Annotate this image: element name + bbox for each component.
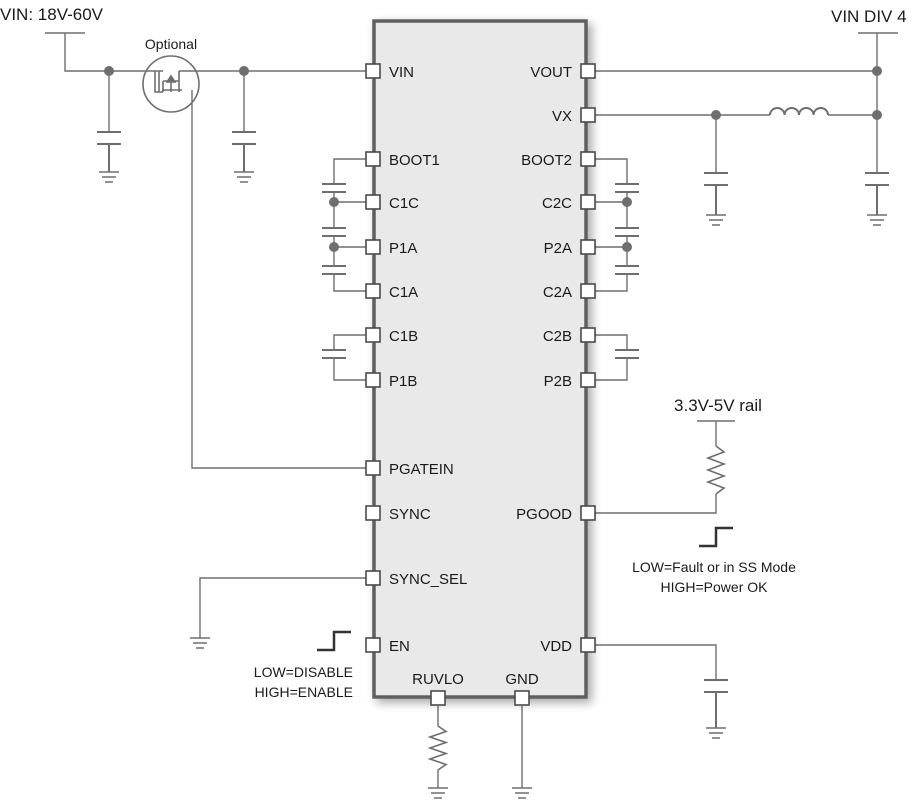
rail-label: 3.3V-5V rail <box>674 396 762 415</box>
ground-symbols <box>99 171 887 799</box>
pin-label-vx: VX <box>552 108 572 125</box>
pin-label-vout: VOUT <box>530 64 572 81</box>
junction-dots <box>104 66 882 252</box>
pin-label-boot2: BOOT2 <box>521 152 572 169</box>
optional-mosfet <box>142 55 200 113</box>
optional-label: Optional <box>145 36 197 52</box>
pgood-low-note: LOW=Fault or in SS Mode <box>632 559 796 575</box>
pull-up-resistor <box>705 445 727 495</box>
pgood-step-waveform <box>699 526 733 548</box>
pin-label-c2b: C2B <box>543 328 572 345</box>
pin-label-vdd: VDD <box>540 638 572 655</box>
pin-label-pgatein: PGATEIN <box>389 461 454 478</box>
pin-label-sync-sel: SYNC_SEL <box>389 571 467 588</box>
pin-label-c1a: C1A <box>389 284 418 301</box>
pin-label-p1b: P1B <box>389 373 417 390</box>
pin-label-pgood: PGOOD <box>516 506 572 523</box>
en-high-note: HIGH=ENABLE <box>255 684 353 700</box>
wires <box>45 32 898 788</box>
pin-pads <box>365 63 596 706</box>
pin-label-gnd: GND <box>505 671 539 688</box>
bottom-pin-labels: RUVLO GND <box>412 671 539 688</box>
inductor <box>769 107 829 116</box>
pin-label-p2a: P2A <box>544 240 572 257</box>
right-pin-labels: VOUT VX BOOT2 C2C P2A C2A C2B P2B PGOOD … <box>516 64 572 655</box>
pin-label-vin: VIN <box>389 64 414 81</box>
pin-label-c1b: C1B <box>389 328 418 345</box>
en-step-waveform <box>317 630 351 652</box>
pin-label-p1a: P1A <box>389 240 417 257</box>
ic-body <box>372 19 588 699</box>
vin-div4-label: VIN DIV 4 <box>831 7 907 26</box>
vin-supply-label: VIN: 18V-60V <box>0 5 104 24</box>
pin-label-c1c: C1C <box>389 195 419 212</box>
pin-label-c2a: C2A <box>543 284 572 301</box>
pin-label-c2c: C2C <box>542 195 572 212</box>
capacitors <box>97 131 889 728</box>
pin-label-sync: SYNC <box>389 506 431 523</box>
pin-label-ruvlo: RUVLO <box>412 671 464 688</box>
pin-label-boot1: BOOT1 <box>389 152 440 169</box>
pin-label-p2b: P2B <box>544 373 572 390</box>
left-pin-labels: VIN BOOT1 C1C P1A C1A C1B P1B PGATEIN SY… <box>389 64 467 655</box>
en-low-note: LOW=DISABLE <box>254 664 353 680</box>
pgood-high-note: HIGH=Power OK <box>661 579 769 595</box>
ruvlo-resistor <box>427 725 449 771</box>
pin-label-en: EN <box>389 638 410 655</box>
